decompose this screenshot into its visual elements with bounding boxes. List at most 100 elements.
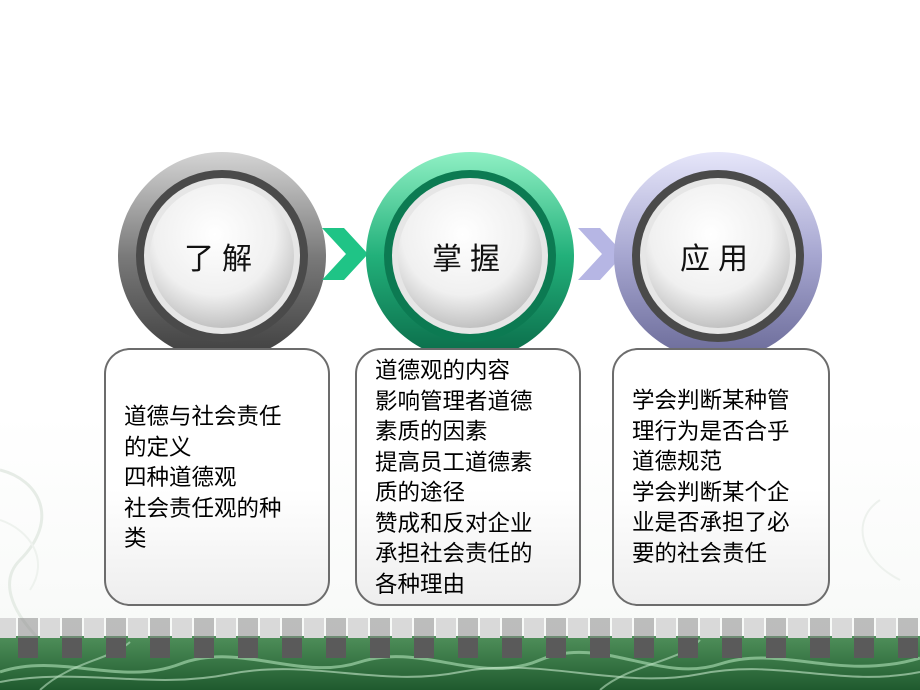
card-line: 承担社会责任的: [375, 541, 533, 567]
checker-tile: [568, 618, 588, 638]
checker-tile: [480, 618, 500, 638]
checker-tile: [832, 618, 852, 638]
checker-tile: [238, 618, 258, 638]
card-line: 质的途径: [375, 480, 466, 506]
checker-tile: [172, 618, 192, 638]
checker-tile: [414, 638, 434, 658]
checker-tile: [260, 618, 280, 638]
checkered-footer-band: [0, 618, 920, 690]
step-title: 应用: [680, 242, 756, 277]
checker-tile: [810, 638, 830, 658]
card-understand: 道德与社会责任 的定义 四种道德观 社会责任观的种 类: [104, 348, 330, 606]
step-ring-understand: 了解: [116, 150, 328, 362]
checker-tile: [722, 618, 742, 638]
checker-tile: [62, 618, 82, 638]
checker-tile: [546, 638, 566, 658]
card-line: 道德规范: [632, 449, 723, 475]
checker-tile: [326, 618, 346, 638]
card-line: 的定义: [124, 434, 192, 461]
card-line: 学会判断某种管: [632, 388, 790, 414]
checker-tile: [788, 618, 808, 638]
checker-tile: [634, 638, 654, 658]
card-line: 理行为是否合乎: [632, 418, 790, 445]
step-title: 掌握: [432, 242, 508, 277]
checker-tile: [590, 638, 610, 658]
card-line: 赞成和反对企业: [375, 510, 533, 537]
checker-tile: [854, 638, 874, 658]
checker-tile: [128, 618, 148, 638]
checker-tile: [282, 638, 302, 658]
step-title: 了解: [184, 242, 260, 277]
checker-tile: [18, 638, 38, 658]
card-text: 道德观的内容 影响管理者道德 素质的因素 提高员工道德素 质的途径 赞成和反对企…: [375, 356, 571, 600]
checker-tile: [502, 618, 522, 638]
checker-tile: [84, 618, 104, 638]
checker-tile: [348, 618, 368, 638]
checker-tile: [150, 638, 170, 658]
checker-tile: [304, 618, 324, 638]
checker-tile: [216, 618, 236, 638]
checker-tile: [722, 638, 742, 658]
checker-tile: [282, 618, 302, 638]
step-ring-apply: 应用: [612, 150, 824, 362]
checker-tile: [678, 638, 698, 658]
checker-tile: [62, 638, 82, 658]
card-line: 业是否承担了必: [632, 510, 790, 536]
ring-graphic: [366, 152, 574, 360]
checker-tile: [106, 638, 126, 658]
card-line: 各种理由: [375, 571, 466, 598]
checker-tile: [678, 618, 698, 638]
checker-tile: [502, 638, 522, 658]
card-apply: 学会判断某种管 理行为是否合乎 道德规范 学会判断某个企 业是否承担了必 要的社…: [612, 348, 830, 606]
chevron-right-icon: [322, 228, 368, 280]
checker-tile: [766, 618, 786, 638]
checker-tile: [700, 618, 720, 638]
checker-tile: [458, 638, 478, 658]
card-line: 素质的因素: [375, 419, 488, 445]
card-master: 道德观的内容 影响管理者道德 素质的因素 提高员工道德素 质的途径 赞成和反对企…: [355, 348, 581, 606]
checker-tile: [194, 618, 214, 638]
checker-tile: [106, 618, 126, 638]
checker-tile: [766, 638, 786, 658]
checker-tile: [0, 618, 16, 638]
card-line: 要的社会责任: [632, 540, 768, 567]
checker-tile: [854, 618, 874, 638]
card-text: 道德与社会责任 的定义 四种道德观 社会责任观的种 类: [124, 402, 320, 555]
checker-tile: [524, 618, 544, 638]
card-line: 影响管理者道德: [375, 388, 533, 415]
checker-tile: [238, 638, 258, 658]
card-line: 四种道德观: [124, 465, 237, 491]
card-line: 类: [124, 526, 147, 552]
checker-tile: [370, 638, 390, 658]
step-ring-master: 掌握: [364, 150, 576, 362]
checker-tile: [898, 638, 918, 658]
card-line: 道德与社会责任: [124, 404, 282, 430]
card-line: 社会责任观的种: [124, 495, 282, 522]
checker-tile: [590, 618, 610, 638]
checker-tile: [150, 618, 170, 638]
checker-tile: [326, 638, 346, 658]
checker-tile: [40, 618, 60, 638]
checker-tile: [194, 638, 214, 658]
checker-tile: [612, 618, 632, 638]
card-text: 学会判断某种管 理行为是否合乎 道德规范 学会判断某个企 业是否承担了必 要的社…: [632, 386, 820, 569]
checker-tile: [744, 618, 764, 638]
card-line: 提高员工道德素: [375, 449, 533, 476]
checker-tile: [546, 618, 566, 638]
checker-tile: [436, 618, 456, 638]
checker-tile: [634, 618, 654, 638]
card-line: 道德观的内容: [375, 358, 511, 384]
ring-graphic: [118, 152, 326, 360]
checker-tile: [458, 618, 478, 638]
checker-tile: [18, 618, 38, 638]
ring-graphic: [614, 152, 822, 360]
checker-tile: [414, 618, 434, 638]
checker-tile: [810, 618, 830, 638]
card-line: 学会判断某个企: [632, 479, 790, 506]
checker-tile: [392, 618, 412, 638]
checker-tile: [370, 618, 390, 638]
checker-tile: [898, 618, 918, 638]
checker-tile: [656, 618, 676, 638]
checker-tile: [876, 618, 896, 638]
